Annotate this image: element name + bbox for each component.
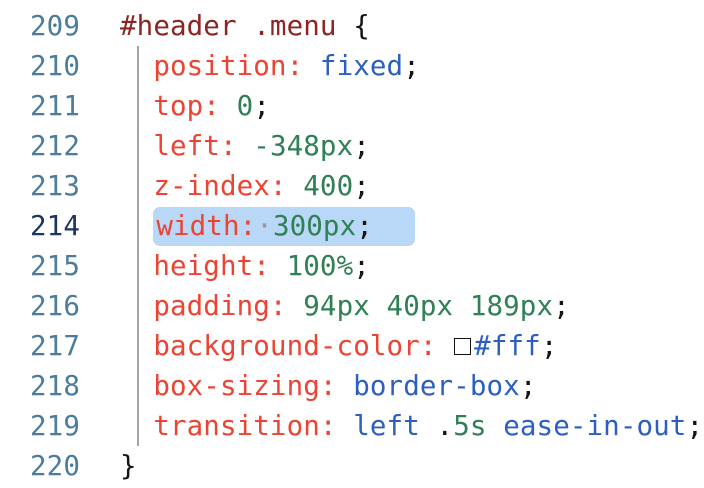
code-text: top: 0; bbox=[120, 86, 270, 126]
line-number[interactable]: 209 bbox=[30, 10, 80, 42]
token-punct: ; bbox=[353, 250, 370, 282]
token-num: 5s bbox=[453, 410, 487, 442]
token-selector: #header .menu bbox=[120, 10, 337, 42]
token-prop: z-index: bbox=[153, 170, 287, 202]
code-line-220[interactable]: 220} bbox=[0, 446, 704, 486]
code-line-209[interactable]: 209 #header .menu { bbox=[0, 6, 704, 46]
token-plain bbox=[337, 370, 354, 402]
token-num: -348px bbox=[253, 130, 354, 162]
token-punct: ; bbox=[353, 170, 370, 202]
token-plain bbox=[303, 50, 320, 82]
token-plain bbox=[437, 330, 454, 362]
token-num: 0 bbox=[236, 90, 254, 122]
token-plain bbox=[220, 90, 237, 122]
line-number[interactable]: 210 bbox=[30, 50, 80, 82]
code-text: position: fixed; bbox=[120, 46, 420, 86]
code-line-215[interactable]: 215 height: 100%; bbox=[0, 246, 704, 286]
code-text: width:·300px; bbox=[120, 206, 415, 246]
line-number[interactable]: 214 bbox=[30, 210, 80, 242]
code-line-212[interactable]: 212 left: -348px; bbox=[0, 126, 704, 166]
token-prop: width: bbox=[156, 210, 257, 242]
code-line-216[interactable]: 216 padding: 94px 40px 189px; bbox=[0, 286, 704, 326]
token-plain bbox=[237, 130, 254, 162]
token-plain bbox=[337, 410, 354, 442]
code-text: } bbox=[120, 446, 137, 486]
line-number[interactable]: 212 bbox=[30, 130, 80, 162]
token-prop: position: bbox=[153, 50, 304, 82]
token-punct: ; bbox=[356, 210, 373, 242]
whitespace-dot: · bbox=[256, 210, 273, 242]
token-punct: ; bbox=[519, 370, 537, 402]
token-punct: ; bbox=[553, 290, 570, 322]
line-number[interactable]: 213 bbox=[30, 170, 80, 202]
code-line-219[interactable]: 219 transition: left .5s ease-in-out; bbox=[0, 406, 704, 446]
selection-highlight[interactable]: width:·300px; bbox=[153, 207, 415, 246]
code-line-211[interactable]: 211 top: 0; bbox=[0, 86, 704, 126]
token-kw: #fff bbox=[474, 330, 541, 362]
token-kw: border-box bbox=[353, 370, 520, 402]
token-prop: height: bbox=[153, 250, 270, 282]
token-num: 100% bbox=[286, 250, 354, 282]
token-num: 94px 40px 189px bbox=[303, 290, 554, 322]
line-number[interactable]: 218 bbox=[30, 370, 80, 402]
code-line-214[interactable]: 214 width:·300px; bbox=[0, 206, 704, 246]
code-line-218[interactable]: 218 box-sizing: border-box; bbox=[0, 366, 704, 406]
token-kw: fixed bbox=[319, 50, 404, 82]
token-punct: ; bbox=[403, 50, 420, 82]
token-prop: left: bbox=[153, 130, 237, 162]
code-text: height: 100%; bbox=[120, 246, 370, 286]
token-prop: background-color: bbox=[153, 330, 437, 362]
code-text: background-color: #fff; bbox=[120, 326, 557, 366]
token-punct: ; bbox=[540, 330, 558, 362]
token-prop: top: bbox=[153, 90, 220, 122]
token-plain bbox=[287, 170, 304, 202]
indent-guide bbox=[137, 46, 139, 446]
token-punct: ; bbox=[253, 90, 270, 122]
token-plain bbox=[420, 410, 437, 442]
code-text: z-index: 400; bbox=[120, 166, 370, 206]
token-plain bbox=[337, 10, 354, 42]
token-prop: box-sizing: bbox=[153, 370, 337, 402]
color-swatch-icon[interactable] bbox=[454, 338, 472, 355]
token-num: 400 bbox=[303, 170, 354, 202]
token-kw: ease-in-out bbox=[503, 410, 687, 442]
token-kw: left bbox=[353, 410, 420, 442]
line-number[interactable]: 216 bbox=[30, 290, 80, 322]
line-number[interactable]: 220 bbox=[30, 450, 80, 482]
token-num: 300px bbox=[272, 210, 357, 242]
token-prop: padding: bbox=[153, 290, 287, 322]
token-punct: ; bbox=[686, 410, 704, 442]
code-line-217[interactable]: 217 background-color: #fff; bbox=[0, 326, 704, 366]
code-text: padding: 94px 40px 189px; bbox=[120, 286, 570, 326]
token-plain bbox=[287, 290, 304, 322]
token-punct: } bbox=[120, 450, 137, 482]
token-plain bbox=[270, 250, 287, 282]
code-text: box-sizing: border-box; bbox=[120, 366, 536, 406]
code-text: #header .menu { bbox=[120, 6, 370, 46]
code-lines: 209#header .menu {210 position: fixed;21… bbox=[0, 6, 704, 486]
code-line-213[interactable]: 213 z-index: 400; bbox=[0, 166, 704, 206]
code-line-210[interactable]: 210 position: fixed; bbox=[0, 46, 704, 86]
line-number[interactable]: 219 bbox=[30, 410, 80, 442]
token-punct: { bbox=[353, 10, 370, 42]
line-number[interactable]: 211 bbox=[30, 90, 80, 122]
line-number[interactable]: 215 bbox=[30, 250, 80, 282]
token-punct: ; bbox=[353, 130, 370, 162]
token-punct: . bbox=[436, 410, 454, 442]
line-number[interactable]: 217 bbox=[30, 330, 80, 362]
token-plain bbox=[487, 410, 504, 442]
token-prop: transition: bbox=[153, 410, 337, 442]
code-text: transition: left .5s ease-in-out; bbox=[120, 406, 703, 446]
code-text: left: -348px; bbox=[120, 126, 370, 166]
